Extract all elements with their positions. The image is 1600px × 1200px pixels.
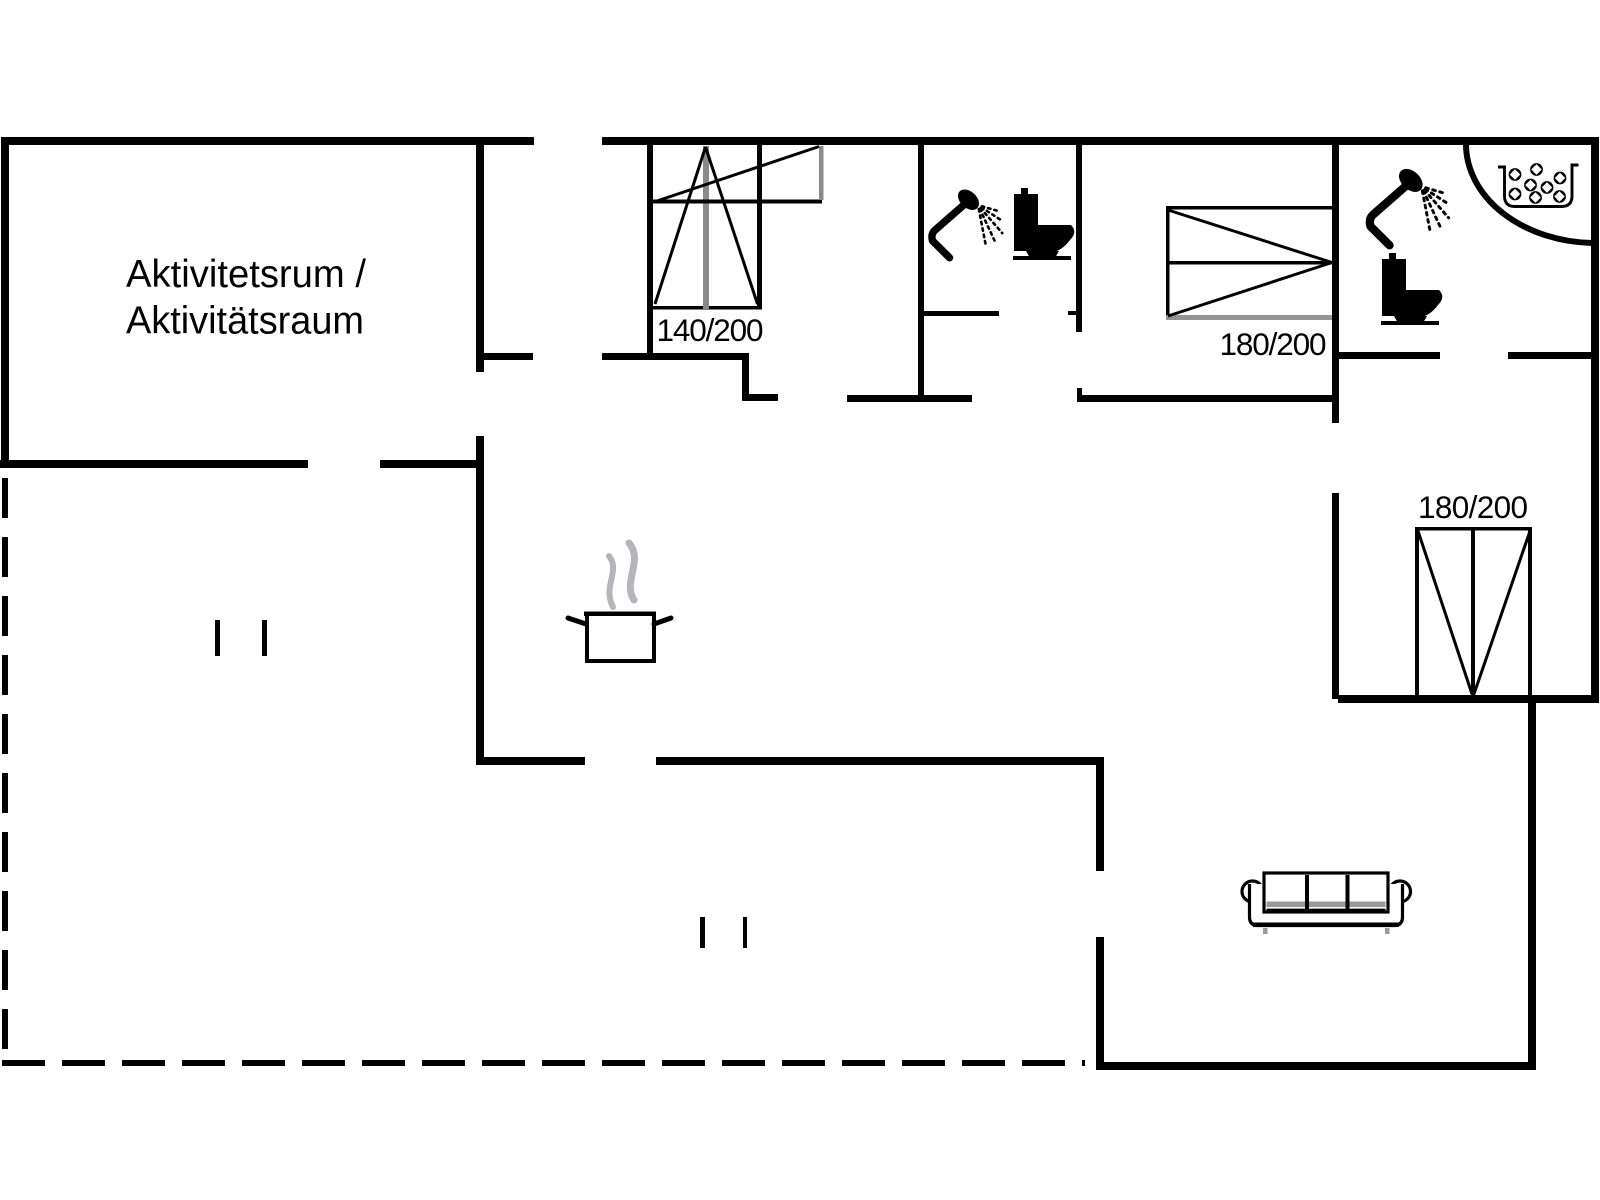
svg-text:180/200: 180/200 — [1418, 489, 1528, 525]
svg-text:140/200: 140/200 — [657, 312, 764, 348]
svg-text:Aktivitetsrum /: Aktivitetsrum / — [126, 253, 366, 296]
svg-text:180/200: 180/200 — [1220, 326, 1327, 362]
svg-text:Aktivitätsraum: Aktivitätsraum — [126, 300, 364, 343]
